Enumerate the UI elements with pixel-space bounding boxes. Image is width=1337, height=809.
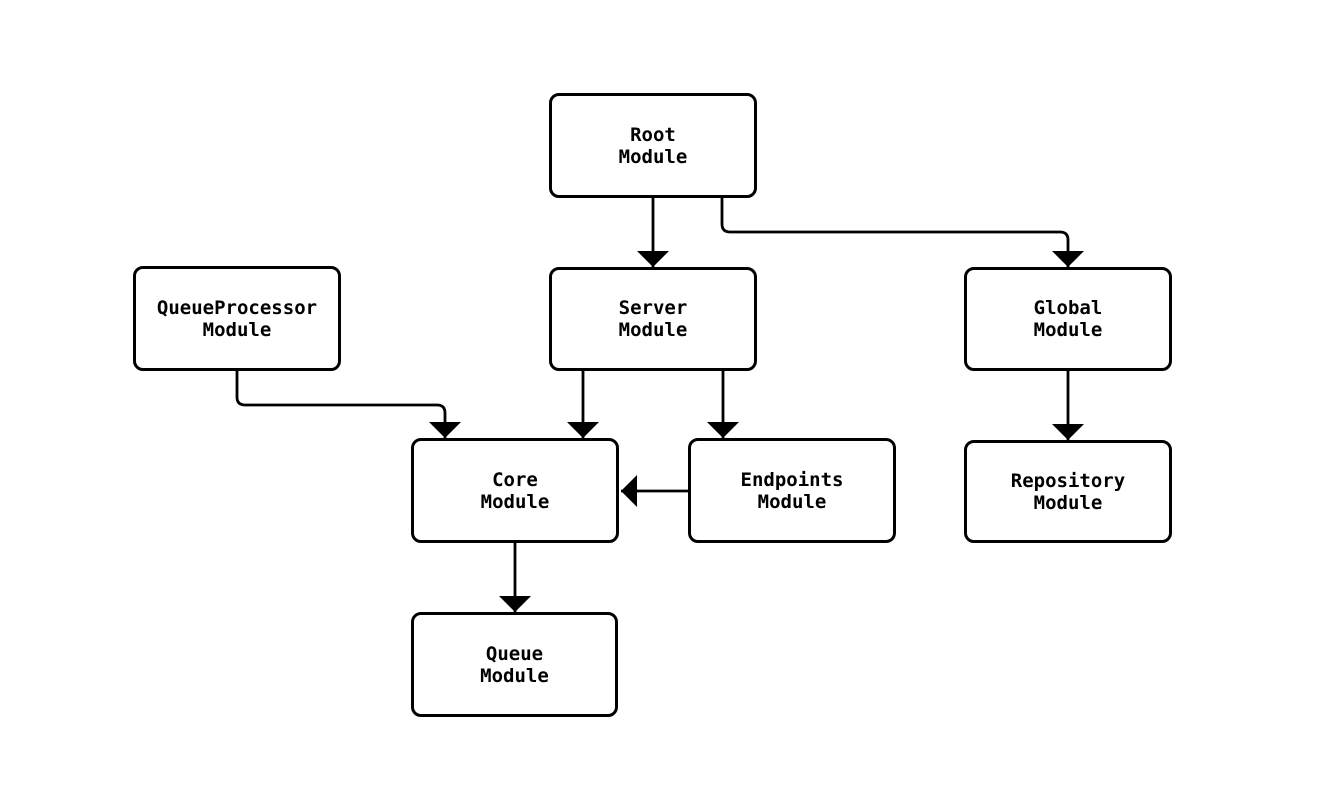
edges-group (235, 198, 1084, 612)
node-label-line: Module (1033, 319, 1103, 341)
node-label-line: Root (630, 123, 676, 146)
node-label-line: Module (480, 490, 550, 513)
node-label-line: Endpoints (740, 468, 844, 491)
edge-root-to-global (720, 198, 1084, 267)
node-label-line: Module (480, 664, 549, 687)
node-label-line: Module (1033, 491, 1103, 514)
node-label-line: Repository (1010, 469, 1126, 492)
node-label-line: Module (757, 490, 827, 513)
node-label-line: Core (492, 468, 538, 491)
edge-queueprocessor-to-core (235, 371, 461, 438)
node-label-line: Module (202, 318, 272, 341)
node-label-line: QueueProcessor (156, 296, 318, 319)
node-label-line: Global (1033, 297, 1103, 319)
node-label-line: Queue (485, 642, 544, 665)
node-label-line: Module (618, 319, 688, 341)
node-label-line: Server (618, 297, 688, 319)
node-label-line: Module (618, 145, 688, 168)
